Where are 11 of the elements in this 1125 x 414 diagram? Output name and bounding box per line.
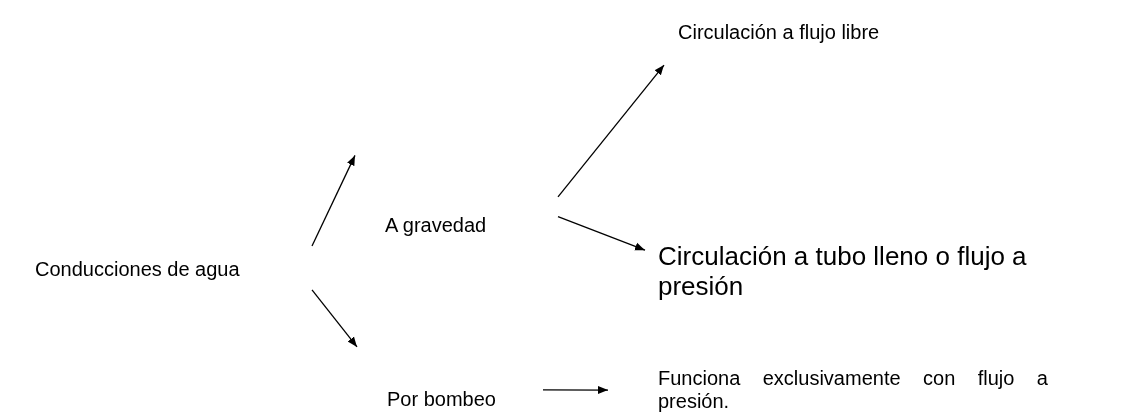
arrow [542, 386, 609, 394]
node-label: Por bombeo [357, 345, 543, 410]
arrow [557, 64, 665, 198]
node-label: Circulación a tubo lleno o flujo a presión [645, 205, 1090, 310]
node-label: Conducciones de agua [30, 240, 312, 300]
arrow [557, 215, 646, 251]
node-label: Circulación a flujo libre [664, 18, 934, 66]
arrow [311, 289, 358, 348]
arrow [311, 154, 356, 247]
node-label: A gravedad [355, 150, 558, 240]
node-label: Funciona exclusivamente con flujo a presión. [608, 367, 1048, 414]
